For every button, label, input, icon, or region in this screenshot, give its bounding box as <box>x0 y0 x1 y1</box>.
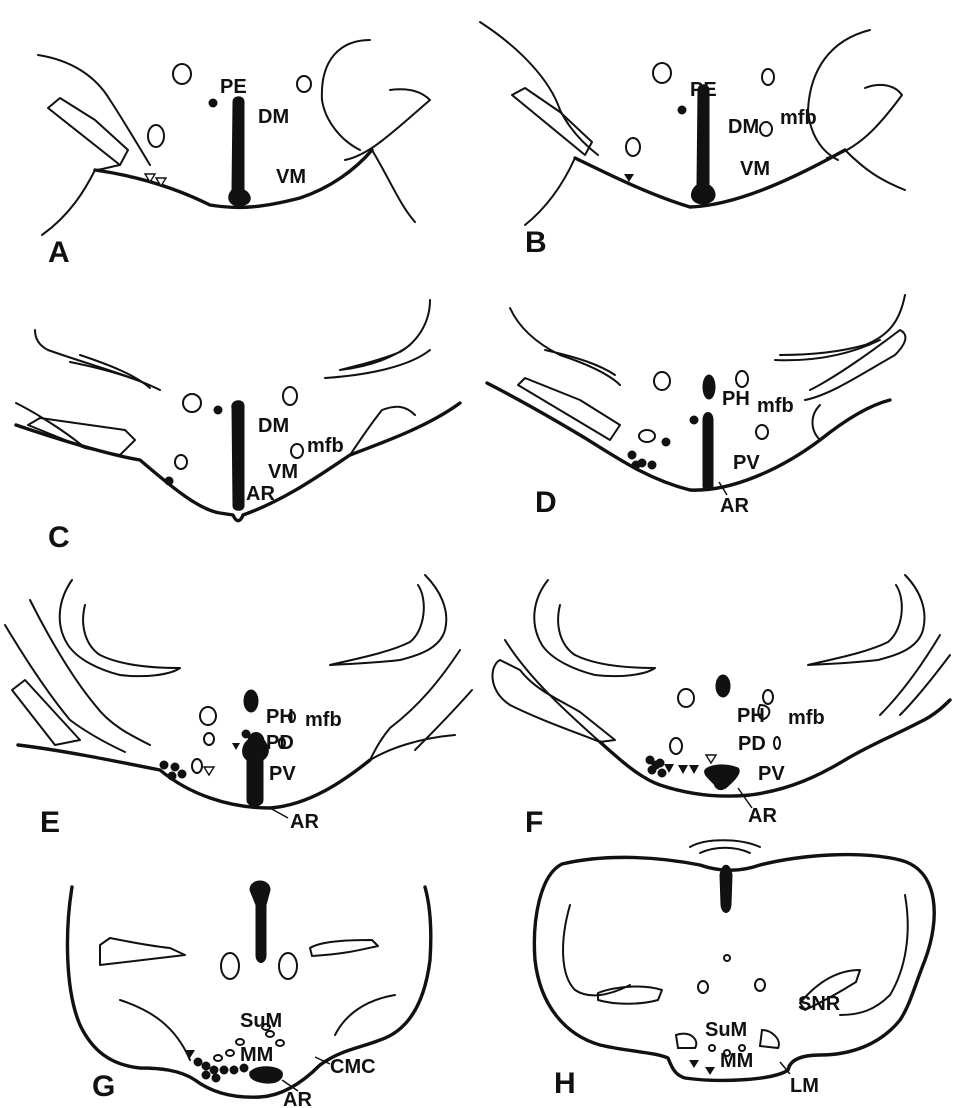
panel-letter-g: G <box>92 1070 115 1103</box>
label-mm: MM <box>720 1050 753 1072</box>
label-pv: PV <box>758 763 785 785</box>
label-ph: PH <box>737 705 765 727</box>
label-dm: DM <box>728 116 759 138</box>
label-mfb: mfb <box>780 107 817 129</box>
label-mfb: mfb <box>757 395 794 417</box>
panel-letter-b: B <box>525 226 547 259</box>
label-cmc: CMC <box>330 1056 376 1078</box>
panel-letter-e: E <box>40 806 60 839</box>
label-ar: AR <box>290 811 319 833</box>
label-ph: PH <box>722 388 750 410</box>
label-vm: VM <box>740 158 770 180</box>
panel-g: SuM MM CMC AR G <box>67 881 430 1108</box>
label-ar: AR <box>748 805 777 827</box>
panel-letter-a: A <box>48 236 70 269</box>
label-vm: VM <box>268 461 298 483</box>
label-mm: MM <box>240 1044 273 1066</box>
panel-letter-d: D <box>535 486 557 519</box>
label-lm: LM <box>790 1075 819 1097</box>
panel-c: DM mfb VM AR C <box>16 300 460 554</box>
panel-letter-h: H <box>554 1067 576 1100</box>
label-pd: PD <box>266 732 294 754</box>
label-sum: SuM <box>240 1010 282 1032</box>
label-mfb: mfb <box>305 709 342 731</box>
panel-letter-c: C <box>48 521 70 554</box>
label-vm: VM <box>276 166 306 188</box>
label-ar: AR <box>283 1089 312 1108</box>
label-pv: PV <box>733 452 760 474</box>
label-mfb: mfb <box>788 707 825 729</box>
panel-f: PH mfb PD PV AR F <box>492 575 950 839</box>
label-ph: PH <box>266 706 294 728</box>
label-pd: PD <box>738 733 766 755</box>
label-ar: AR <box>246 483 275 505</box>
panel-e: PH mfb PD PV AR E <box>5 575 472 839</box>
panel-letter-f: F <box>525 806 543 839</box>
panel-b: PE DM mfb VM B <box>480 22 905 259</box>
label-snr: SNR <box>798 993 841 1015</box>
label-pe: PE <box>690 79 717 101</box>
panel-a: PE DM VM A <box>38 40 430 269</box>
label-mfb: mfb <box>307 435 344 457</box>
label-sum: SuM <box>705 1019 747 1041</box>
panel-h: SuM SNR MM LM H <box>534 840 934 1100</box>
panel-d: PH mfb PV AR D <box>487 295 905 519</box>
label-pe: PE <box>220 76 247 98</box>
label-pv: PV <box>269 763 296 785</box>
label-dm: DM <box>258 106 289 128</box>
label-ar: AR <box>720 495 749 517</box>
label-dm: DM <box>258 415 289 437</box>
